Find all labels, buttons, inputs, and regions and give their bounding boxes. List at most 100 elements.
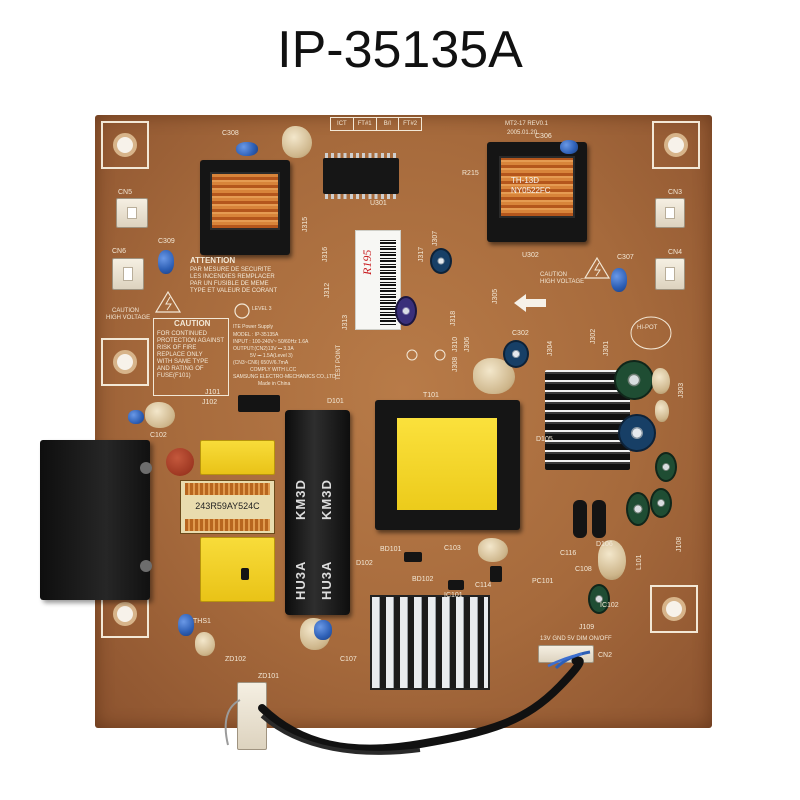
- hipot-label: HI-POT: [637, 325, 658, 331]
- test-box-row: ICT FT#1 B/I FT#2: [330, 117, 422, 131]
- bridge-rectifier: [404, 552, 422, 562]
- line-filter-l102: 243R59AY524C: [180, 480, 275, 534]
- diode: [592, 500, 606, 538]
- spec-line: COMPLY WITH LCC: [250, 367, 297, 373]
- heatsink-bottom: [370, 595, 490, 690]
- ref-j305: J305: [492, 288, 499, 304]
- electrolytic-capacitor: [650, 488, 672, 518]
- ref-c306: C306: [535, 133, 552, 140]
- transformer-marking: TH-13D: [511, 176, 540, 185]
- attention-line: PAR MESURE DE SECURITE: [190, 267, 272, 273]
- electrolytic-capacitor: [614, 360, 654, 400]
- varistor: [166, 448, 194, 476]
- glue-blob: [655, 400, 669, 422]
- ref-bd101: BD101: [380, 546, 402, 553]
- hole-icon: [662, 597, 686, 621]
- blue-capacitor: [128, 410, 144, 424]
- glue-blob: [598, 540, 626, 580]
- transformer-core: [397, 418, 497, 510]
- ref-r215: R215: [462, 170, 479, 177]
- bulk-cap-marking: HU3A: [319, 560, 334, 600]
- bulk-cap-marking: KM3D: [319, 479, 334, 520]
- x-capacitor-top: [200, 440, 275, 475]
- attention-line: LES INCENDIES REMPLACER: [190, 274, 275, 280]
- connector-cn4: [655, 258, 685, 290]
- connector-cn2: [538, 645, 594, 663]
- board-revision: MT2-17 REV0.1: [505, 121, 549, 127]
- hole-icon: [113, 602, 137, 626]
- diode-d106: [573, 500, 587, 538]
- bridge-rectifier: [448, 580, 464, 590]
- ref-j312: J312: [324, 282, 331, 298]
- caution-title: CAUTION: [174, 319, 211, 328]
- ref-c107: C107: [340, 656, 357, 663]
- connector-j101: [238, 395, 280, 412]
- electrolytic-capacitor: [626, 492, 650, 526]
- bulk-capacitor: KM3D HU3A KM3D HU3A: [285, 410, 350, 615]
- glue-blob: [652, 368, 670, 394]
- ref-j308: J308: [452, 356, 459, 372]
- mounting-hole-top-right: [652, 121, 700, 169]
- spec-line: Made in China: [258, 381, 291, 387]
- ref-j307: J307: [432, 230, 439, 246]
- handwritten-note: R195: [360, 249, 374, 275]
- attention-line: TYPE ET VALEUR DE CORANT: [190, 288, 278, 294]
- spec-line: (CN3~CN6) 650V/6.7mA: [233, 360, 289, 366]
- transformer-marking: NY0522FC: [511, 186, 551, 195]
- serial-sticker: R195: [355, 230, 401, 330]
- ref-c309: C309: [158, 238, 175, 245]
- ref-cn3: CN3: [668, 189, 683, 196]
- blue-capacitor: [178, 614, 194, 636]
- blue-capacitor: [314, 620, 332, 640]
- caution-line: AND RATING OF: [157, 366, 204, 372]
- ref-d105: D105: [536, 436, 553, 443]
- level-label: LEVEL 3: [252, 306, 272, 312]
- bulk-cap-marking: HU3A: [293, 560, 308, 600]
- glue-blob: [145, 402, 175, 428]
- test-box: ICT: [331, 118, 354, 130]
- ref-t101: T101: [423, 392, 439, 399]
- attention-line: PAR UN FUSIBLE DE MEME: [190, 281, 269, 287]
- barcode: [380, 239, 396, 325]
- ic-u301: [323, 158, 399, 194]
- connector-cn3: [655, 198, 685, 228]
- ref-c114: C114: [475, 582, 492, 589]
- blue-capacitor: [560, 140, 578, 154]
- caution-line: PROTECTION AGAINST: [157, 338, 225, 344]
- ref-j109: J109: [579, 624, 595, 631]
- ref-cn4: CN4: [668, 249, 683, 256]
- marking: [241, 568, 249, 580]
- cable-connector: [237, 682, 267, 750]
- blue-capacitor-c309: [158, 250, 174, 274]
- ref-cn2: CN2: [598, 652, 613, 659]
- ref-zd101: ZD101: [258, 673, 280, 680]
- ref-d106: D106: [596, 541, 613, 548]
- transistor: [490, 566, 502, 582]
- caution-hv-left: HIGH VOLTAGE: [106, 315, 151, 321]
- spec-line: OUTPUT:(CN2)13V ⎓ 3.3A: [233, 346, 294, 352]
- ref-ic101: IC101: [444, 592, 463, 599]
- ref-d101: D101: [327, 398, 344, 405]
- electrolytic-capacitor: [655, 452, 677, 482]
- hole-icon: [664, 133, 688, 157]
- screw-icon: [140, 560, 152, 572]
- mounting-hole-bottom-right: [650, 585, 698, 633]
- electrolytic-capacitor: [430, 248, 452, 274]
- ref-c102: C102: [150, 432, 167, 439]
- ref-u301: U301: [370, 200, 387, 207]
- transformer-coil: [210, 172, 280, 230]
- ref-cn6: CN6: [112, 248, 127, 255]
- electrolytic-capacitor: [395, 296, 417, 326]
- filter-marking: 243R59AY524C: [195, 501, 260, 511]
- ref-bd102: BD102: [412, 576, 434, 583]
- caution-line: REPLACE ONLY: [157, 352, 203, 358]
- electrolytic-capacitor-c302: [503, 340, 529, 368]
- glue-blob: [478, 538, 508, 562]
- spec-line: MODEL : IP-35135A: [233, 332, 279, 338]
- x-capacitor-bottom: [200, 537, 275, 602]
- transformer-coil: [499, 156, 575, 218]
- bulk-cap-marking: KM3D: [293, 479, 308, 520]
- main-transformer-t101: [375, 400, 520, 530]
- electrolytic-capacitor: [618, 414, 656, 452]
